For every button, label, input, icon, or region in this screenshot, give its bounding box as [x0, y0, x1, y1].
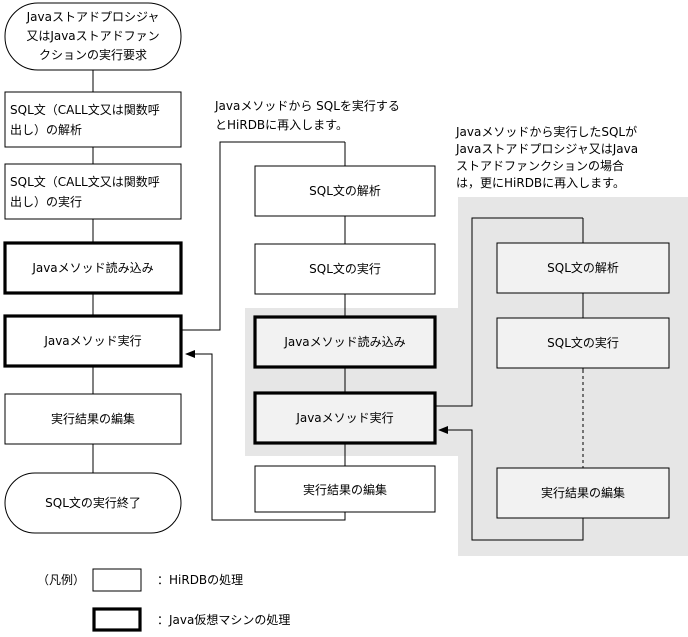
legend-title: （凡例）	[37, 573, 85, 587]
col1-execute-line2: 出し）の実行	[10, 194, 82, 209]
col1-edit-label: 実行結果の編集	[51, 411, 135, 426]
col3-edit-box	[496, 467, 670, 519]
col2-edit-box	[254, 465, 436, 513]
call-connector-2	[435, 217, 583, 407]
col3-execute-box	[496, 317, 670, 369]
col1-edit-box	[4, 393, 182, 445]
col1-load-box	[3, 241, 183, 295]
col2-parse-label: SQL文の解析	[309, 183, 381, 198]
col1-start-line3: クションの実行要求	[39, 47, 147, 62]
col1-execute-box	[4, 163, 182, 220]
col2-parse-box	[254, 165, 436, 217]
col2-execute-box	[254, 243, 436, 295]
col1-start-line2: 又はJavaストアドファン	[26, 29, 159, 43]
col2-annotation-line1: Javaメソッドから SQLを実行する	[214, 98, 400, 113]
col3-annotation-line3: ストアドファンクションの場合	[456, 158, 624, 173]
col3-parse-label: SQL文の解析	[547, 260, 619, 275]
col1-end-terminal	[4, 472, 182, 534]
col1-parse-line1: SQL文（CALL文又は関数呼	[10, 102, 160, 117]
col1-parse-box	[4, 91, 182, 148]
col2-load-label: Javaメソッド読み込み	[283, 334, 405, 349]
col2-annotation-line2: とHiRDBに再入します。	[215, 118, 348, 132]
return-connector-1	[185, 350, 346, 521]
col3-annotation-line1: Javaメソッドから実行したSQLが	[455, 124, 637, 139]
legend-jvm-label: ：Java仮想マシンの処理	[157, 612, 290, 627]
col1-run-label: Javaメソッド実行	[43, 333, 141, 348]
legend-hirdb-label: ：HiRDBの処理	[157, 573, 243, 587]
legend-jvm-swatch	[92, 607, 142, 632]
col3-parse-box	[496, 242, 670, 294]
col2-run-label: Javaメソッド実行	[295, 410, 393, 425]
col3-annotation-line2: Javaストアドプロシジャ又はJava	[455, 142, 638, 156]
return-connector-2	[438, 426, 584, 541]
col1-parse-line2: 出し）の解析	[10, 123, 82, 137]
col2-execute-label: SQL文の実行	[309, 261, 381, 276]
col2-edit-label: 実行結果の編集	[303, 482, 387, 497]
col1-execute-line1: SQL文（CALL文又は関数呼	[10, 174, 160, 189]
call-connector-1	[182, 141, 345, 331]
col1-start-line1: Javaストアドプロシジャ	[26, 10, 160, 24]
col2-run-box	[253, 391, 437, 445]
legend-hirdb-swatch	[92, 568, 142, 592]
col3-execute-label: SQL文の実行	[547, 335, 619, 350]
col1-start-terminal	[4, 2, 182, 71]
col1-end-label: SQL文の実行終了	[45, 495, 141, 510]
col3-edit-label: 実行結果の編集	[541, 485, 625, 500]
col2-load-box	[253, 315, 437, 369]
col1-load-label: Javaメソッド読み込み	[31, 260, 153, 275]
col1-run-box	[3, 314, 183, 368]
col3-annotation-line4: は，更にHiRDBに再入します。	[456, 176, 625, 190]
